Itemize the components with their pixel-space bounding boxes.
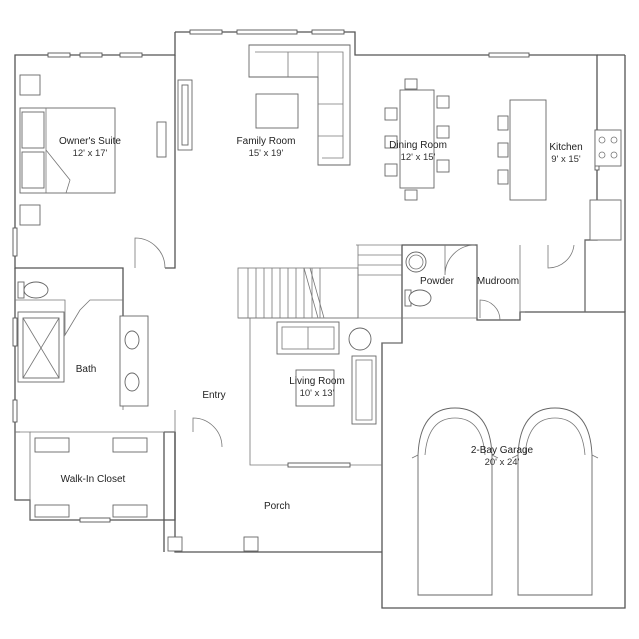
room-owners-suite-dims: 12' x 17' [72,148,108,159]
room-entry: Entry [202,390,225,402]
room-mudroom-name: Mudroom [476,276,520,287]
room-family-room: Family Room 15' x 19' [237,136,296,160]
room-living-room: Living Room 10' x 13' [289,376,345,400]
room-garage-name: 2-Bay Garage [470,445,534,456]
room-walk-in-closet-name: Walk-In Closet [60,474,126,485]
room-living-room-dims: 10' x 13' [299,388,335,399]
room-powder: Powder [420,276,454,288]
room-mudroom: Mudroom [477,276,519,288]
room-garage: 2-Bay Garage 20' x 24' [471,445,533,469]
room-dining-room-name: Dining Room [389,140,447,151]
room-owners-suite-name: Owner's Suite [59,136,121,147]
room-dining-room-dims: 12' x 15' [400,152,436,163]
room-kitchen-dims: 9' x 15' [551,154,581,165]
room-entry-name: Entry [202,390,226,401]
kitchen-fixtures [497,99,622,241]
room-garage-dims: 20' x 24' [484,457,520,468]
room-bath-name: Bath [75,364,97,375]
room-porch: Porch [264,501,290,513]
bed [19,74,167,226]
room-kitchen-name: Kitchen [549,142,583,153]
porch-columns [167,536,259,552]
bath-fixtures [17,251,432,407]
family-room-furniture [177,44,351,166]
living-room-furniture [276,321,377,425]
room-dining-room: Dining Room 12' x 15' [389,140,447,164]
room-porch-name: Porch [263,501,291,512]
dining-table [384,78,450,201]
room-family-room-name: Family Room [236,136,296,147]
room-family-room-dims: 15' x 19' [248,148,284,159]
room-walk-in-closet: Walk-In Closet [61,474,126,486]
garage-cars [411,407,599,596]
room-owners-suite: Owner's Suite 12' x 17' [59,136,121,160]
room-kitchen: Kitchen 9' x 15' [549,142,582,166]
closet-shelves [34,437,148,518]
room-powder-name: Powder [420,276,454,287]
room-bath: Bath [76,364,97,376]
stairs [237,244,402,319]
doors [134,237,575,448]
room-living-room-name: Living Room [289,376,345,387]
